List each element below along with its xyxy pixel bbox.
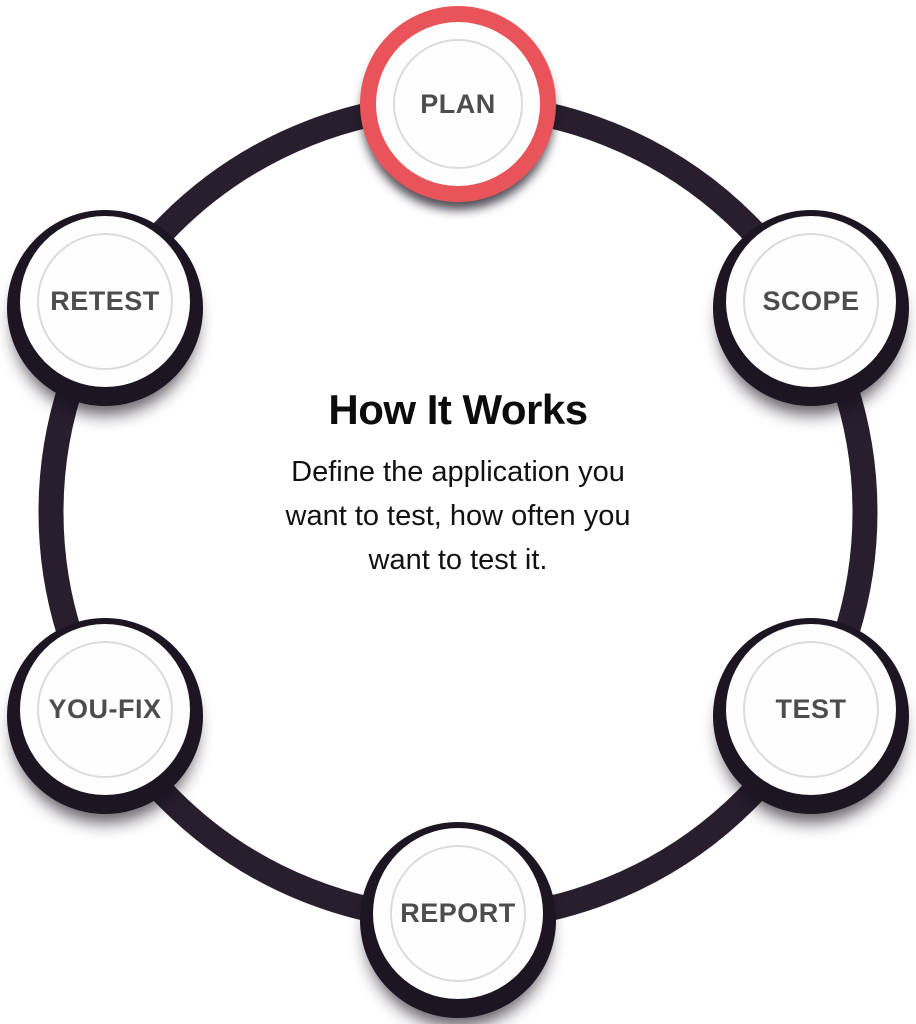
node-you-fix[interactable]: YOU-FIX [7, 618, 203, 814]
node-plan[interactable]: PLAN [360, 6, 556, 202]
node-test-face: TEST [726, 624, 896, 795]
node-scope-face: SCOPE [726, 216, 896, 387]
node-report-label: REPORT [400, 898, 516, 928]
center-text: How It Works Define the application you … [0, 386, 916, 582]
node-plan-label: PLAN [420, 88, 496, 119]
node-you-fix-face: YOU-FIX [20, 624, 190, 795]
node-retest[interactable]: RETEST [7, 210, 203, 406]
node-plan-face: PLAN [376, 22, 540, 186]
node-you-fix-label: YOU-FIX [48, 694, 162, 724]
node-report-face: REPORT [373, 828, 543, 999]
diagram-title: How It Works [328, 386, 588, 433]
node-test[interactable]: TEST [713, 618, 909, 814]
node-report[interactable]: REPORT [360, 822, 556, 1018]
diagram-description: Define the application you want to test,… [285, 456, 631, 576]
node-scope-label: SCOPE [762, 286, 860, 316]
node-test-label: TEST [775, 694, 847, 724]
node-retest-face: RETEST [20, 216, 190, 387]
node-scope[interactable]: SCOPE [713, 210, 909, 406]
node-retest-label: RETEST [50, 286, 160, 316]
